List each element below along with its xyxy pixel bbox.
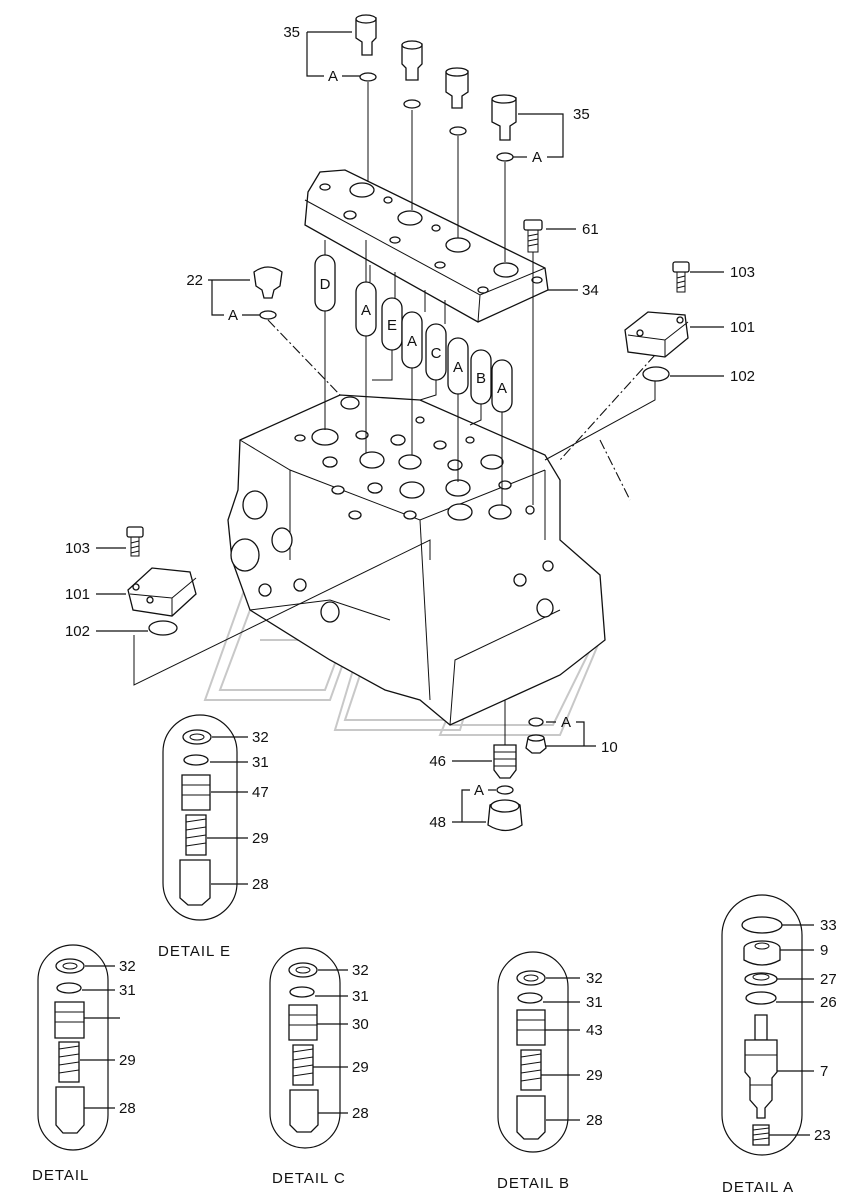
plug-48 bbox=[487, 799, 523, 832]
label-101-right: 101 bbox=[730, 319, 755, 336]
capsule-C: C bbox=[425, 323, 447, 381]
label-a-48: A bbox=[474, 782, 484, 799]
capsule-letter: E bbox=[387, 317, 397, 334]
detail-plain-part: 32 bbox=[119, 958, 136, 975]
label-61: 61 bbox=[582, 221, 599, 238]
label-46: 46 bbox=[429, 753, 446, 770]
detail-a-part: 7 bbox=[820, 1063, 828, 1080]
detail-plain: 32 31 29 28 DETAIL bbox=[32, 944, 136, 1184]
label-22: 22 bbox=[186, 272, 203, 289]
detail-e-part: 47 bbox=[252, 784, 269, 801]
label-103-left: 103 bbox=[65, 540, 90, 557]
plug-35-top bbox=[355, 14, 377, 82]
label-34: 34 bbox=[582, 282, 599, 299]
detail-plain-part: 31 bbox=[119, 982, 136, 999]
plug-22 bbox=[253, 266, 283, 320]
detail-e-part: 32 bbox=[252, 729, 269, 746]
label-102-left: 102 bbox=[65, 623, 90, 640]
detail-c-caption: DETAIL C bbox=[272, 1170, 346, 1187]
capsule-A1: A bbox=[355, 281, 377, 337]
capsule-letter: A bbox=[361, 302, 371, 319]
detail-a: 33 9 27 26 7 23 DETAIL A bbox=[721, 894, 837, 1196]
capsule-B: B bbox=[470, 349, 492, 405]
detail-c-part: 31 bbox=[352, 988, 369, 1005]
cover-plate bbox=[304, 169, 549, 323]
plug-center-2 bbox=[445, 67, 469, 136]
detail-e-part: 28 bbox=[252, 876, 269, 893]
bolt-103-right bbox=[672, 261, 690, 293]
plug-center-1 bbox=[401, 40, 423, 109]
detail-c-part: 32 bbox=[352, 962, 369, 979]
capsule-letter: B bbox=[476, 370, 486, 387]
cover-101-right bbox=[624, 311, 689, 382]
capsule-D: D bbox=[314, 254, 336, 312]
plug-35-right bbox=[491, 94, 517, 162]
detail-b-part: 29 bbox=[586, 1067, 603, 1084]
detail-e-part: 29 bbox=[252, 830, 269, 847]
detail-e: 32 31 47 29 28 DETAIL E bbox=[158, 714, 269, 960]
detail-c-part: 28 bbox=[352, 1105, 369, 1122]
detail-a-caption: DETAIL A bbox=[722, 1179, 794, 1196]
valve-body bbox=[227, 394, 606, 726]
label-a-35-right: A bbox=[532, 149, 542, 166]
label-35-right: 35 bbox=[573, 106, 590, 123]
valve-body-ports bbox=[294, 396, 535, 521]
detail-a-part: 33 bbox=[820, 917, 837, 934]
capsule-E: E bbox=[381, 297, 403, 351]
label-103-right: 103 bbox=[730, 264, 755, 281]
bolt-61 bbox=[523, 219, 543, 253]
label-102-right: 102 bbox=[730, 368, 755, 385]
detail-b-part: 32 bbox=[586, 970, 603, 987]
capsule-A3: A bbox=[447, 337, 469, 395]
capsule-A4: A bbox=[491, 359, 513, 413]
detail-b-part: 43 bbox=[586, 1022, 603, 1039]
label-48: 48 bbox=[429, 814, 446, 831]
label-a-35-top: A bbox=[328, 68, 338, 85]
label-a-22: A bbox=[228, 307, 238, 324]
capsule-letter: C bbox=[431, 345, 442, 362]
detail-plain-part: 29 bbox=[119, 1052, 136, 1069]
cover-101-left bbox=[127, 567, 197, 636]
detail-c: 32 31 30 29 28 DETAIL C bbox=[269, 947, 369, 1187]
detail-b-caption: DETAIL B bbox=[497, 1175, 570, 1192]
callouts-main: 35 A 35 A 61 34 22 A 103 101 102 103 101… bbox=[65, 24, 755, 831]
plug-10 bbox=[525, 717, 547, 754]
capsule-letter: D bbox=[320, 276, 331, 293]
capsule-letter: A bbox=[407, 333, 417, 350]
detail-plain-caption: DETAIL bbox=[32, 1167, 89, 1184]
assembly-lines bbox=[133, 82, 656, 745]
label-a-10: A bbox=[561, 714, 571, 731]
detail-a-part: 9 bbox=[820, 942, 828, 959]
detail-a-part: 27 bbox=[820, 971, 837, 988]
detail-a-part: 23 bbox=[814, 1127, 831, 1144]
detail-e-part: 31 bbox=[252, 754, 269, 771]
bolt-103-left bbox=[126, 526, 144, 557]
capsule-A2: A bbox=[401, 311, 423, 369]
capsule-letter: A bbox=[497, 380, 507, 397]
detail-b-part: 31 bbox=[586, 994, 603, 1011]
detail-c-part: 29 bbox=[352, 1059, 369, 1076]
detail-plain-part: 28 bbox=[119, 1100, 136, 1117]
label-35-top: 35 bbox=[283, 24, 300, 41]
detail-c-part: 30 bbox=[352, 1016, 369, 1033]
label-10: 10 bbox=[601, 739, 618, 756]
detail-e-caption: DETAIL E bbox=[158, 943, 231, 960]
plug-46 bbox=[493, 744, 517, 795]
detail-a-part: 26 bbox=[820, 994, 837, 1011]
detail-b: 32 31 43 29 28 DETAIL B bbox=[497, 951, 603, 1192]
label-101-left: 101 bbox=[65, 586, 90, 603]
capsule-letter: A bbox=[453, 359, 463, 376]
detail-b-part: 28 bbox=[586, 1112, 603, 1129]
